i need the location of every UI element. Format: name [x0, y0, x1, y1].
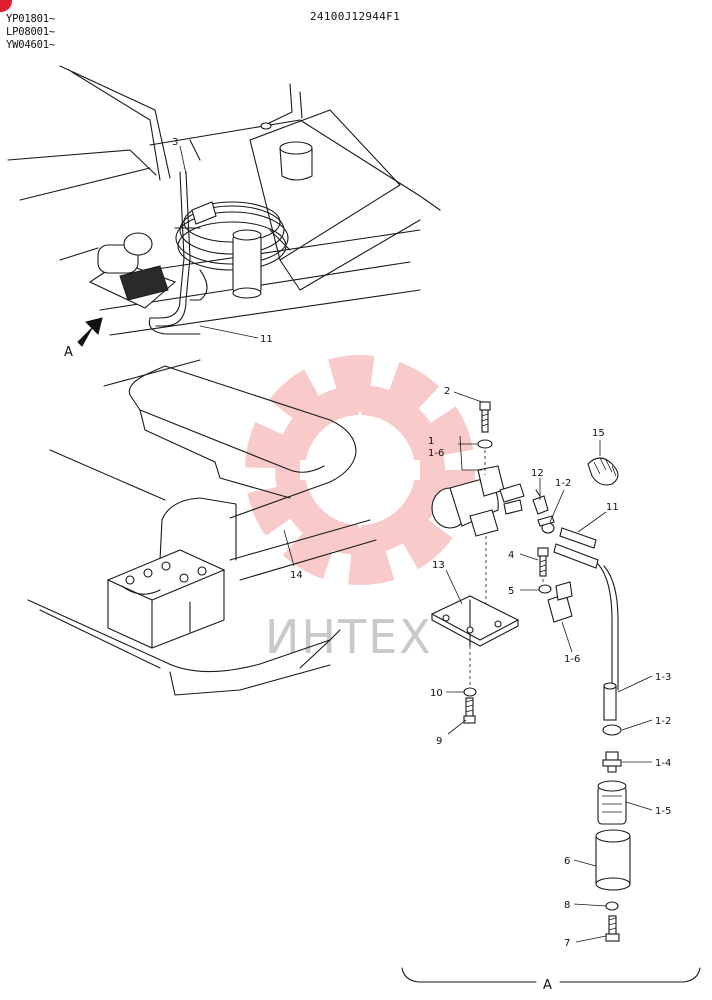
callout-1: 1 — [428, 436, 434, 447]
detail-bracket — [401, 967, 701, 983]
washer-8 — [605, 901, 619, 911]
callout-1-6-lower: 1-6 — [564, 654, 580, 665]
callout-2: 2 — [444, 386, 450, 397]
bolt-4 — [537, 547, 549, 577]
callout-8: 8 — [564, 900, 570, 911]
callout-1-6-upper: 1-6 — [428, 448, 444, 459]
callout-14: 14 — [290, 570, 303, 581]
callout-9: 9 — [436, 736, 442, 747]
wire-sleeve-15 — [587, 457, 619, 486]
bolt-7 — [605, 915, 620, 942]
callout-5: 5 — [508, 586, 514, 597]
mount-plate-13 — [430, 595, 520, 647]
clamp-1-2-upper — [537, 515, 555, 534]
detail-view-label: A — [543, 978, 552, 993]
exploded-parts — [179, 145, 701, 983]
washer-5 — [538, 584, 552, 594]
callout-13: 13 — [432, 560, 445, 571]
bolt-9 — [463, 697, 476, 724]
watermark-text: ИНТЕХ — [265, 610, 433, 664]
callout-1-5: 1-5 — [655, 806, 671, 817]
hose-1-3 — [603, 682, 617, 721]
callout-1-3: 1-3 — [655, 672, 671, 683]
drawing-code: 24100J12944F1 — [310, 10, 400, 23]
serial-range-1: YP01801~ — [6, 13, 55, 25]
clip-12 — [532, 489, 549, 515]
callout-6: 6 — [564, 856, 570, 867]
view-arrow-icon — [77, 317, 103, 347]
bracket-1-6 — [547, 581, 573, 623]
callout-15: 15 — [592, 428, 605, 439]
machine-overview — [7, 65, 441, 696]
view-arrow-label: A — [64, 345, 73, 360]
callout-10: 10 — [430, 688, 443, 699]
filter-element-1-5 — [597, 780, 627, 825]
callout-4: 4 — [508, 550, 514, 561]
callout-11-overview: 11 — [260, 334, 273, 345]
callout-3: 3 — [172, 137, 178, 148]
filter-case-6 — [595, 829, 631, 891]
callout-1-2-upper: 1-2 — [555, 478, 571, 489]
serial-range-2: LP08001~ — [6, 26, 55, 38]
clamp-1-2-lower — [602, 724, 622, 736]
bolt-2 — [479, 401, 491, 433]
hose-11 — [553, 527, 619, 691]
fitting-1-4 — [602, 751, 622, 773]
fuel-pump-1 — [431, 465, 525, 537]
serial-range-3: YW04601~ — [6, 39, 55, 51]
washer-1-6 — [477, 439, 493, 449]
callout-1-4: 1-4 — [655, 758, 671, 769]
callout-1-2-lower: 1-2 — [655, 716, 671, 727]
washer-10 — [463, 687, 477, 697]
callout-7: 7 — [564, 938, 570, 949]
callout-12: 12 — [531, 468, 544, 479]
callout-11-detail: 11 — [606, 502, 619, 513]
